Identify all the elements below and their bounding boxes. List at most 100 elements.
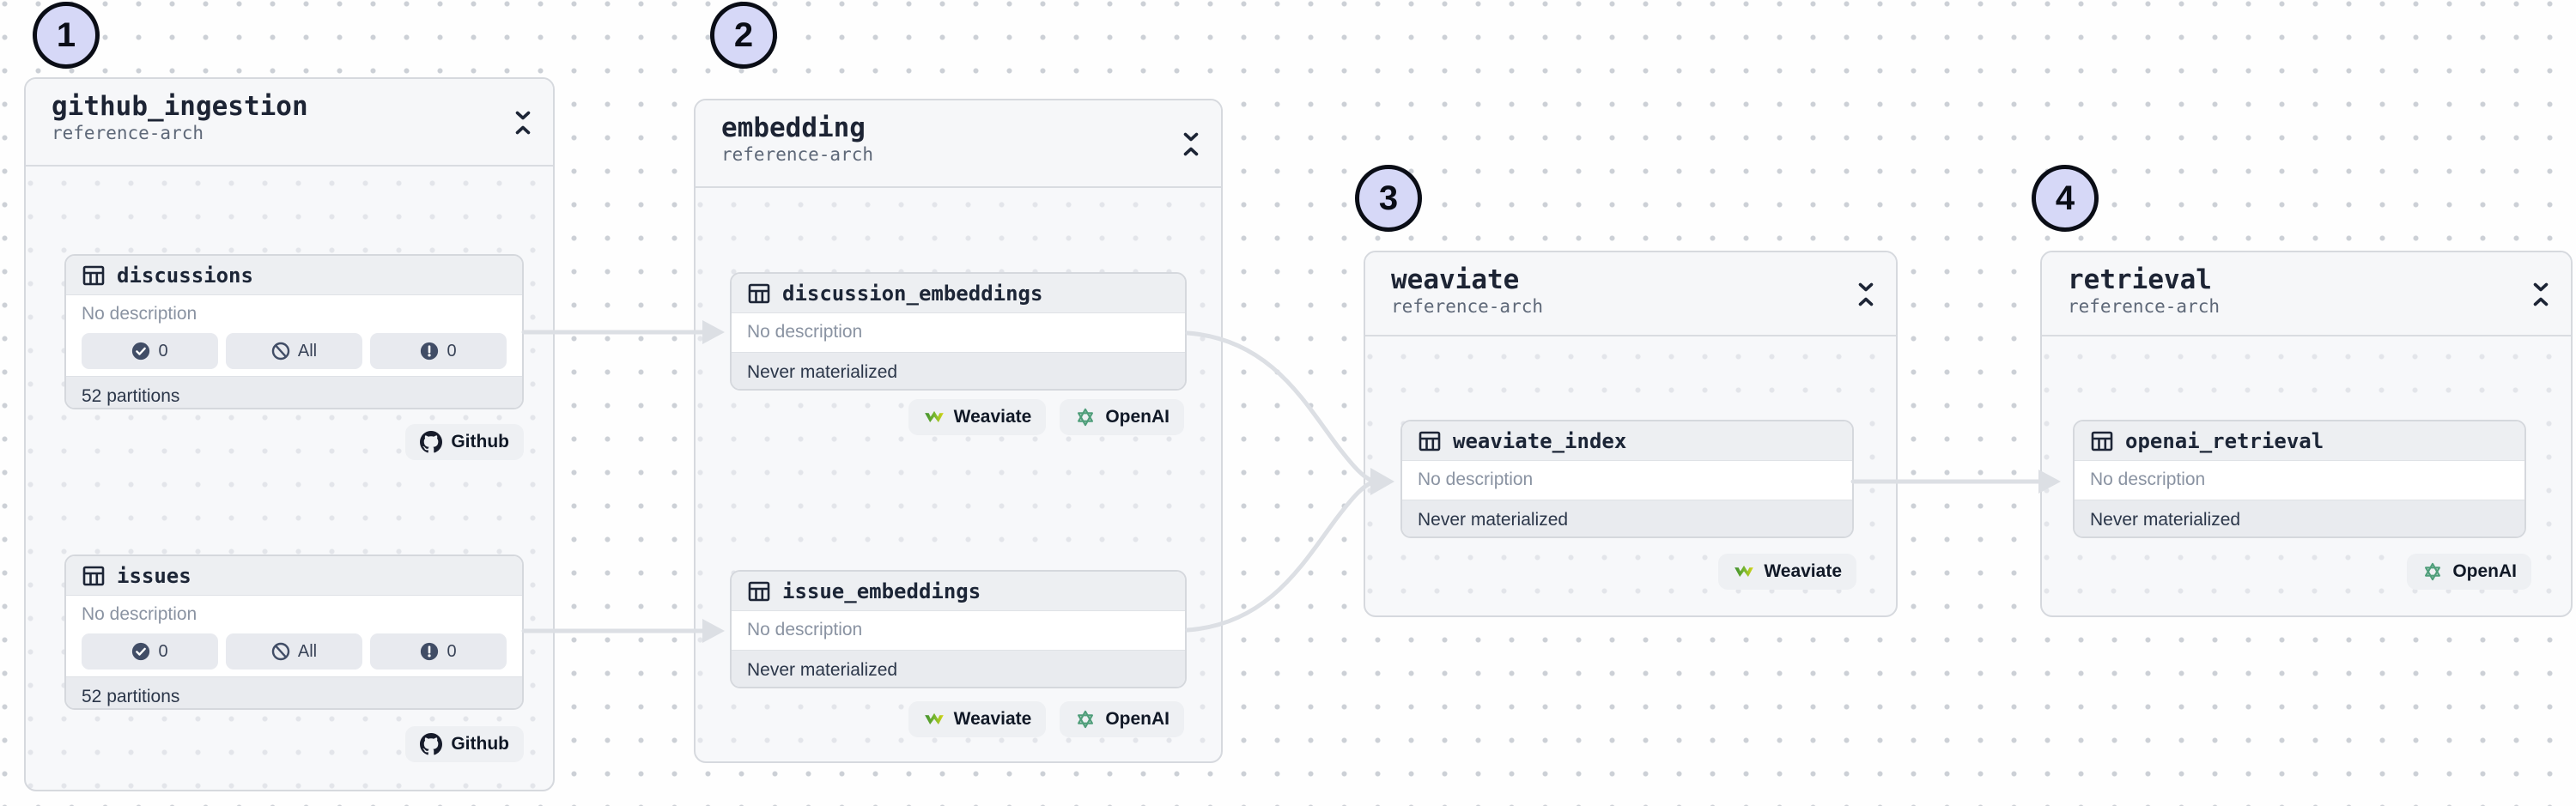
asset-card-issues[interactable]: issues No description 0 All 0 52 partiti… [64, 555, 524, 710]
collapse-vertical-icon[interactable] [2530, 282, 2552, 307]
group-header-github-ingestion[interactable]: github_ingestion reference-arch [26, 79, 553, 167]
asset-materialization-status: Never materialized [1402, 500, 1852, 536]
asset-card-body: No description [732, 611, 1185, 650]
table-icon [82, 566, 105, 585]
weaviate-logo-icon [924, 410, 944, 422]
step-badge-2: 2 [710, 2, 777, 69]
group-subtitle: reference-arch [2068, 296, 2221, 317]
asset-card-header: openai_retrieval [2075, 421, 2524, 461]
asset-card-header: discussions [66, 256, 522, 295]
table-icon [1419, 431, 1441, 451]
group-title: weaviate [1391, 264, 1520, 295]
asset-card-body: No description 0 All 0 [66, 596, 522, 676]
group-github-ingestion: github_ingestion reference-arch discussi… [24, 77, 555, 791]
asset-card-body: No description [732, 313, 1185, 352]
weaviate-logo-icon [1735, 565, 1754, 577]
checks-skipped-pill[interactable]: All [226, 333, 362, 369]
kind-tag-weaviate[interactable]: Weaviate [908, 399, 1047, 435]
checks-skipped-count: All [297, 341, 318, 361]
asset-name: issue_embeddings [782, 579, 981, 603]
collapse-vertical-icon[interactable] [1855, 282, 1877, 307]
kind-tag-weaviate[interactable]: Weaviate [908, 701, 1047, 737]
group-subtitle: reference-arch [721, 144, 874, 165]
asset-description: No description [1418, 470, 1534, 489]
kind-tag-label: OpenAI [1105, 407, 1170, 427]
asset-name: discussions [117, 263, 253, 288]
checks-skipped-count: All [297, 641, 318, 661]
asset-card-header: issues [66, 556, 522, 596]
kind-tag-github[interactable]: Github [405, 424, 524, 460]
checks-failed-count: 0 [447, 341, 457, 361]
openai-logo-icon [1078, 408, 1094, 427]
asset-name: issues [117, 563, 191, 588]
group-subtitle: reference-arch [1391, 296, 1544, 317]
checks-failed-pill[interactable]: 0 [370, 333, 507, 369]
step-number: 1 [56, 15, 76, 54]
asset-card-header: issue_embeddings [732, 572, 1185, 611]
kind-tag-weaviate[interactable]: Weaviate [1718, 554, 1856, 590]
kind-tag-label: Github [451, 432, 509, 451]
asset-partitions-status: 52 partitions [66, 376, 522, 408]
asset-card-openai-retrieval[interactable]: openai_retrieval No description Never ma… [2073, 420, 2526, 538]
table-icon [82, 265, 105, 285]
asset-card-discussions[interactable]: discussions No description 0 All 0 52 pa… [64, 254, 524, 409]
asset-card-issue-embeddings[interactable]: issue_embeddings No description Never ma… [730, 570, 1187, 688]
checks-passed-pill[interactable]: 0 [82, 633, 218, 670]
group-embedding: embedding reference-arch discussion_embe… [694, 99, 1223, 763]
openai-logo-icon [2425, 562, 2441, 581]
group-title: embedding [721, 112, 866, 143]
alert-circle-icon [420, 642, 440, 661]
check-circle-icon [131, 342, 151, 361]
checks-skipped-pill[interactable]: All [226, 633, 362, 670]
kind-tags-discussions: Github [405, 424, 524, 460]
asset-description: No description [747, 322, 863, 342]
step-number: 4 [2055, 179, 2075, 217]
kind-tag-label: Github [451, 734, 509, 754]
table-icon [748, 581, 770, 601]
alert-circle-icon [420, 342, 440, 361]
kind-tags-weaviate-index: Weaviate [1718, 554, 1856, 590]
github-octocat-icon [420, 431, 443, 453]
checks-passed-count: 0 [158, 641, 168, 661]
kind-tag-github[interactable]: Github [405, 726, 524, 762]
kind-tags-openai-retrieval: OpenAI [2407, 554, 2531, 590]
asset-card-body: No description 0 All 0 [66, 295, 522, 376]
asset-name: openai_retrieval [2125, 428, 2324, 453]
table-icon [2091, 431, 2113, 451]
kind-tag-openai[interactable]: OpenAI [1060, 399, 1184, 435]
asset-materialization-status: Never materialized [732, 352, 1185, 389]
kind-tag-label: Weaviate [953, 407, 1032, 427]
asset-materialization-status: Never materialized [2075, 500, 2524, 536]
asset-checks-row: 0 All 0 [82, 333, 507, 369]
group-header-retrieval[interactable]: retrieval reference-arch [2042, 252, 2571, 336]
group-title: retrieval [2068, 264, 2212, 295]
kind-tag-openai[interactable]: OpenAI [2407, 554, 2531, 590]
step-badge-1: 1 [33, 2, 100, 69]
group-weaviate: weaviate reference-arch weaviate_index N… [1364, 251, 1898, 617]
asset-name: discussion_embeddings [782, 281, 1043, 306]
checks-passed-pill[interactable]: 0 [82, 333, 218, 369]
asset-card-header: discussion_embeddings [732, 274, 1185, 313]
step-badge-4: 4 [2032, 165, 2099, 232]
asset-name: weaviate_index [1453, 428, 1627, 453]
group-header-weaviate[interactable]: weaviate reference-arch [1365, 252, 1896, 336]
checks-failed-pill[interactable]: 0 [370, 633, 507, 670]
collapse-vertical-icon[interactable] [1180, 131, 1202, 157]
asset-card-weaviate-index[interactable]: weaviate_index No description Never mate… [1400, 420, 1854, 538]
checks-failed-count: 0 [447, 641, 457, 661]
asset-description: No description [747, 620, 863, 639]
asset-description: No description [82, 304, 197, 324]
kind-tags-discussion-embeddings: Weaviate OpenAI [908, 399, 1184, 435]
asset-materialization-status: Never materialized [732, 650, 1185, 687]
asset-card-discussion-embeddings[interactable]: discussion_embeddings No description Nev… [730, 272, 1187, 391]
group-retrieval: retrieval reference-arch openai_retrieva… [2040, 251, 2573, 617]
table-icon [748, 283, 770, 303]
group-header-embedding[interactable]: embedding reference-arch [696, 100, 1221, 188]
kind-tag-openai[interactable]: OpenAI [1060, 701, 1184, 737]
collapse-vertical-icon[interactable] [512, 110, 534, 136]
group-subtitle: reference-arch [52, 123, 204, 143]
step-badge-3: 3 [1355, 165, 1422, 232]
kind-tags-issue-embeddings: Weaviate OpenAI [908, 701, 1184, 737]
weaviate-logo-icon [924, 712, 944, 724]
